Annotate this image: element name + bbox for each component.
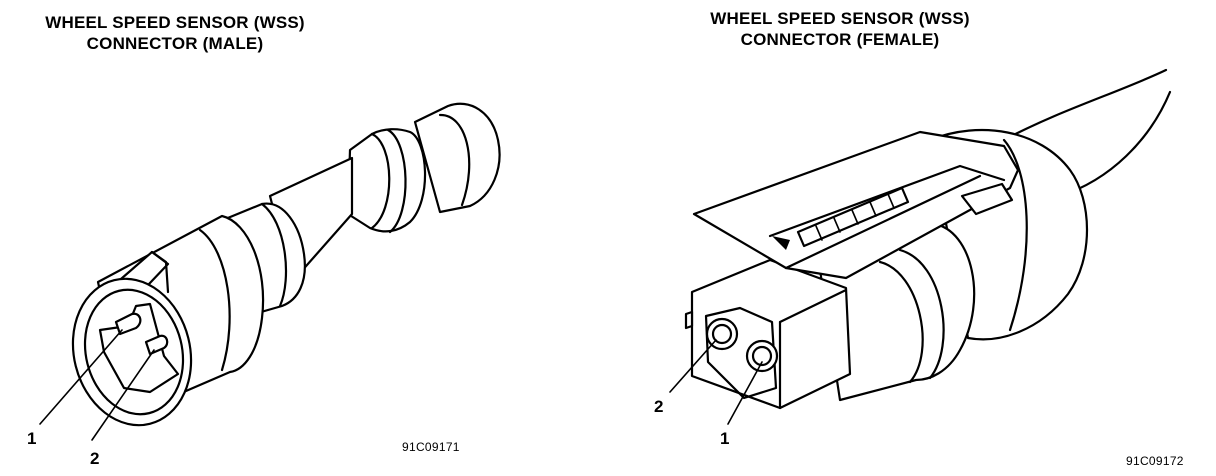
female-latch-lower-edge	[784, 174, 982, 270]
male-callout-1: 1	[27, 429, 37, 448]
male-seal-rib-2	[386, 128, 407, 234]
male-front-face	[71, 277, 193, 427]
male-rear-tube	[413, 102, 501, 214]
female-figure-id: 91C09172	[1126, 454, 1184, 468]
male-figure-id: 91C09171	[402, 440, 460, 454]
female-latch-shadow	[772, 236, 790, 250]
male-connector-title: WHEEL SPEED SENSOR (WSS) CONNECTOR (MALE…	[0, 12, 350, 54]
male-pin-2	[144, 334, 169, 356]
male-front-face-inner	[83, 288, 185, 416]
female-boot-edge	[1002, 138, 1028, 332]
male-body-shade	[198, 228, 231, 372]
female-slot-rib-1	[815, 225, 823, 241]
female-slot-rib-3	[851, 209, 859, 225]
female-housing-tab	[684, 310, 694, 330]
female-callout-2: 2	[654, 397, 664, 416]
female-connector-drawing	[669, 68, 1172, 425]
male-pin-1	[114, 312, 142, 336]
female-leader-1	[727, 361, 763, 425]
male-callout-2: 2	[90, 449, 100, 468]
male-leader-1	[39, 329, 123, 425]
male-seal-rib-1	[370, 132, 391, 230]
female-front-housing	[690, 258, 852, 410]
female-sleeve-edge-1	[878, 260, 924, 384]
female-terminal-1-inner	[751, 345, 773, 367]
male-leader-2	[91, 349, 155, 441]
male-seal-ring	[346, 128, 427, 233]
male-connector-drawing	[39, 102, 501, 441]
female-title-line-1: WHEEL SPEED SENSOR (WSS)	[710, 9, 970, 28]
female-connector-title: WHEEL SPEED SENSOR (WSS) CONNECTOR (FEMA…	[640, 8, 1040, 50]
female-slot-rib-2	[833, 217, 841, 233]
female-slot-rib-5	[887, 193, 895, 209]
female-sleeve-edge-2	[898, 248, 945, 380]
female-callout-1: 1	[720, 429, 730, 448]
female-latch-slot	[796, 186, 910, 248]
male-rear-tube-edge	[438, 113, 471, 207]
female-housing-top-edge	[778, 288, 848, 324]
male-title-line-1: WHEEL SPEED SENSOR (WSS)	[45, 13, 305, 32]
female-wire-1	[1002, 68, 1168, 142]
female-latch-clip	[960, 182, 1014, 216]
male-collar-edge	[260, 202, 288, 308]
female-slot-rib-4	[869, 201, 877, 217]
female-terminal-face	[704, 306, 778, 400]
female-title-line-2: CONNECTOR (FEMALE)	[740, 30, 940, 49]
female-leader-2	[669, 339, 717, 393]
male-title-line-2: CONNECTOR (MALE)	[86, 34, 264, 53]
male-latch-edge	[150, 250, 170, 294]
female-terminal-2-inner	[711, 323, 733, 345]
female-latch-ridge	[768, 164, 1006, 238]
